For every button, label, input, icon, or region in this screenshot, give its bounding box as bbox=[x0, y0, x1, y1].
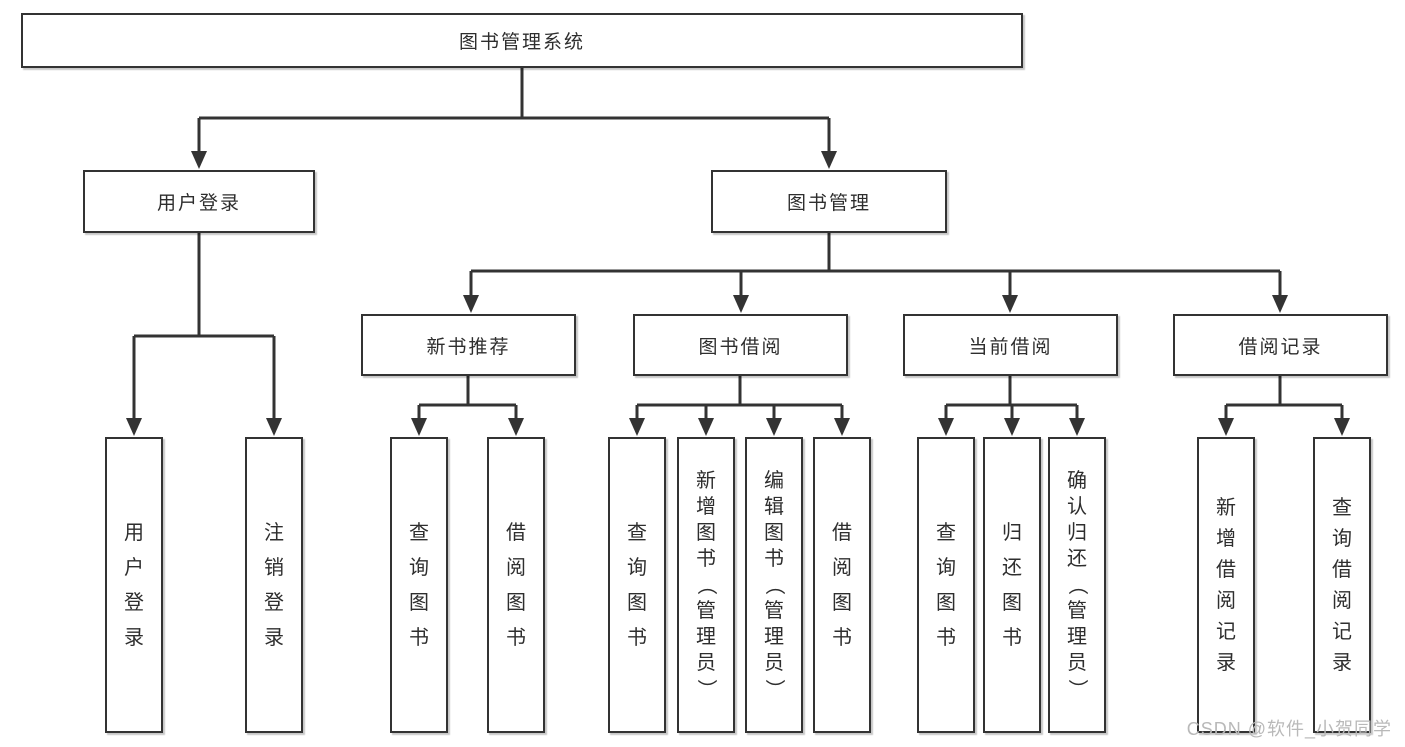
node-new-book-recommend-label: 新书推荐 bbox=[426, 336, 511, 358]
leaf-borrow-books: 借阅图书 bbox=[813, 437, 871, 733]
leaf-confirm-return-admin-label: 确认归还（管理员） bbox=[1066, 470, 1088, 699]
leaf-query-books-current: 查询图书 bbox=[917, 437, 975, 733]
leaf-confirm-return-admin: 确认归还（管理员） bbox=[1048, 437, 1106, 733]
leaf-add-borrow-record-label: 新增借阅记录 bbox=[1216, 496, 1236, 674]
leaf-return-books: 归还图书 bbox=[983, 437, 1041, 733]
csdn-watermark: CSDN @软件_小贺同学 bbox=[1186, 719, 1392, 739]
leaf-logout-label: 注销登录 bbox=[264, 521, 284, 649]
node-user-login: 用户登录 bbox=[83, 170, 315, 233]
leaf-query-books-borrow-label: 查询图书 bbox=[627, 521, 647, 649]
leaf-return-books-label: 归还图书 bbox=[1002, 521, 1022, 649]
node-root-system: 图书管理系统 bbox=[21, 13, 1023, 68]
node-current-borrow-label: 当前借阅 bbox=[968, 336, 1053, 358]
leaf-query-borrow-record-label: 查询借阅记录 bbox=[1332, 496, 1352, 674]
leaf-borrow-books-newrec: 借阅图书 bbox=[487, 437, 545, 733]
node-book-management: 图书管理 bbox=[711, 170, 947, 233]
leaf-add-borrow-record: 新增借阅记录 bbox=[1197, 437, 1255, 733]
node-current-borrow: 当前借阅 bbox=[903, 314, 1118, 376]
leaf-edit-books-admin: 编辑图书（管理员） bbox=[745, 437, 803, 733]
leaf-query-books-borrow: 查询图书 bbox=[608, 437, 666, 733]
leaf-add-books-admin: 新增图书（管理员） bbox=[677, 437, 735, 733]
leaf-query-borrow-record: 查询借阅记录 bbox=[1313, 437, 1371, 733]
leaf-query-books-current-label: 查询图书 bbox=[936, 521, 956, 649]
leaf-borrow-books-label: 借阅图书 bbox=[832, 521, 852, 649]
node-book-management-label: 图书管理 bbox=[786, 193, 871, 214]
leaf-add-books-admin-label: 新增图书（管理员） bbox=[695, 470, 717, 699]
node-root-label: 图书管理系统 bbox=[458, 32, 585, 53]
leaf-user-login-label: 用户登录 bbox=[124, 521, 144, 649]
node-borrow-records-label: 借阅记录 bbox=[1238, 336, 1323, 358]
leaf-edit-books-admin-label: 编辑图书（管理员） bbox=[763, 470, 785, 699]
leaf-user-login: 用户登录 bbox=[105, 437, 163, 733]
leaf-logout: 注销登录 bbox=[245, 437, 303, 733]
leaf-query-books-newrec: 查询图书 bbox=[390, 437, 448, 733]
leaf-query-books-newrec-label: 查询图书 bbox=[409, 521, 429, 649]
node-book-borrow-label: 图书借阅 bbox=[698, 336, 783, 358]
node-user-login-label: 用户登录 bbox=[156, 193, 241, 214]
leaf-borrow-books-newrec-label: 借阅图书 bbox=[506, 521, 526, 649]
node-borrow-records: 借阅记录 bbox=[1173, 314, 1388, 376]
arrowheads bbox=[126, 151, 1350, 436]
node-book-borrow: 图书借阅 bbox=[633, 314, 848, 376]
node-new-book-recommend: 新书推荐 bbox=[361, 314, 576, 376]
